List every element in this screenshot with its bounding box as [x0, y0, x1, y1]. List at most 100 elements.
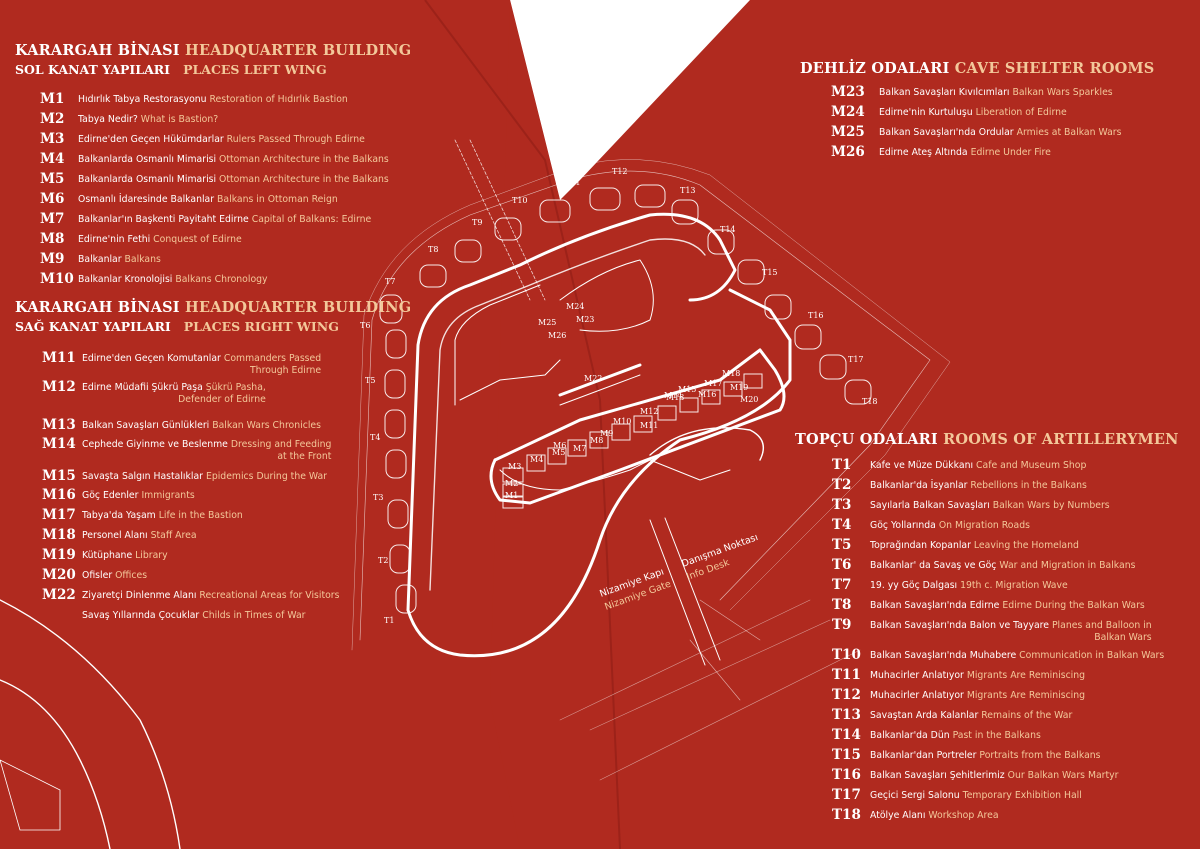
- legend-text-en: Communication in Balkan Wars: [1016, 650, 1165, 661]
- legend-code: T9: [832, 617, 852, 633]
- legend-text-tr: Ziyaretçi Dinlenme Alanı: [82, 590, 197, 601]
- legend-text-en: Liberation of Edirne: [972, 107, 1067, 118]
- legend-text-tr: Balkanlar'dan Portreler: [870, 750, 977, 761]
- map-label-m18: M18: [722, 369, 740, 378]
- legend-text-tr: Ofisler: [82, 570, 113, 581]
- map-label-t10: T10: [512, 196, 528, 205]
- map-label-t14: T14: [720, 225, 736, 234]
- legend-text: Balkanlar'dan Portreler Portraits from t…: [870, 750, 1101, 762]
- legend-text-en: Rebellions in the Balkans: [967, 480, 1087, 491]
- legend-text-tr: Balkanlar'da Dün: [870, 730, 950, 741]
- legend-text-en: Temporary Exhibition Hall: [959, 790, 1082, 801]
- right-wing-section: KARARGAH BİNASI HEADQUARTER BUILDING SAĞ…: [15, 299, 411, 621]
- legend-text-tr: Balkanlar' da Savaş ve Göç: [870, 560, 997, 571]
- legend-text: Balkanlar'da Dün Past in the Balkans: [870, 730, 1041, 742]
- legend-text-en: Edirne Under Fire: [967, 147, 1051, 158]
- legend-text-en: Şükrü Pasha,: [202, 382, 266, 393]
- legend-text-en: Library: [132, 550, 168, 561]
- map-label-t8: T8: [428, 245, 438, 254]
- legend-text-en: Armies at Balkan Wars: [1013, 127, 1122, 138]
- map-label-m6: M6: [553, 441, 566, 450]
- legend-text-tr: Balkanlar: [78, 254, 122, 265]
- legend-text-tr: Muhacirler Anlatıyor: [870, 670, 964, 681]
- map-label-m16: M16: [698, 390, 716, 399]
- legend-text: Balkan Savaşları'nda Muhabere Communicat…: [870, 650, 1164, 662]
- legend-text-en: Edirne During the Balkan Wars: [999, 600, 1145, 611]
- legend-code: M8: [40, 231, 65, 247]
- legend-text-en: Remains of the War: [978, 710, 1073, 721]
- legend-text-en: War and Migration in Balkans: [996, 560, 1136, 571]
- legend-text-tr: Kütüphane: [82, 550, 133, 561]
- legend-text-tr: Savaştan Arda Kalanlar: [870, 710, 979, 721]
- legend-text: Ziyaretçi Dinlenme Alanı Recreational Ar…: [82, 590, 339, 602]
- legend-text-tr: Cephede Giyinme ve Beslenme: [82, 439, 228, 450]
- legend-text: Atölye Alanı Workshop Area: [870, 810, 999, 822]
- legend-text: Muhacirler Anlatıyor Migrants Are Remini…: [870, 670, 1085, 682]
- legend-text: Balkan Savaşları Kıvılcımları Balkan War…: [879, 87, 1113, 99]
- legend-text-en: Migrants Are Reminiscing: [963, 690, 1086, 701]
- legend-text-tr: Sayılarla Balkan Savaşları: [870, 500, 990, 511]
- legend-text-en: Commanders Passed: [220, 353, 322, 364]
- legend-text-tr: Edirne'nin Kurtuluşu: [879, 107, 973, 118]
- legend-text-tr: Balkan Savaşları Şehitlerimiz: [870, 770, 1005, 781]
- map-label-m17: M17: [704, 379, 722, 388]
- legend-text-en: On Migration Roads: [935, 520, 1030, 531]
- legend-text-tr: Balkanlarda Osmanlı Mimarisi: [78, 154, 217, 165]
- map-label-m7: M7: [573, 444, 586, 453]
- legend-text-tr: Balkan Savaşları'nda Muhabere: [870, 650, 1017, 661]
- left-wing-title: KARARGAH BİNASI HEADQUARTER BUILDING: [15, 42, 412, 59]
- legend-text-en: Ottoman Architecture in the Balkans: [216, 174, 389, 185]
- legend-text-en: Life in the Bastion: [155, 510, 243, 521]
- legend-text-tr: Geçici Sergi Salonu: [870, 790, 960, 801]
- map-label-t12: T12: [612, 167, 628, 176]
- legend-code: T10: [832, 647, 861, 663]
- casemate-rooms: [379, 184, 872, 614]
- legend-code: M18: [42, 527, 76, 543]
- legend-text: Kafe ve Müze Dükkanı Cafe and Museum Sho…: [870, 460, 1086, 472]
- legend-text-tr: Balkanlarda Osmanlı Mimarisi: [78, 174, 217, 185]
- map-label-t3: T3: [373, 493, 383, 502]
- legend-code: M5: [40, 171, 65, 187]
- legend-text-tr: Balkan Savaşları'nda Edirne: [870, 600, 1000, 611]
- map-label-t1: T1: [384, 616, 394, 625]
- map-label-t9: T9: [472, 218, 482, 227]
- legend-code: T7: [832, 577, 852, 593]
- legend-text: Balkanlarda Osmanlı Mimarisi Ottoman Arc…: [78, 154, 389, 166]
- legend-text-en: Recreational Areas for Visitors: [196, 590, 340, 601]
- map-label-m20: M20: [740, 395, 758, 404]
- legend-text-tr: Göç Edenler: [82, 490, 139, 501]
- legend-text-en: Conquest of Edirne: [150, 234, 242, 245]
- legend-code: M2: [40, 111, 65, 127]
- map-label-m14: M14: [664, 391, 682, 400]
- legend-text: Edirne'nin Fethi Conquest of Edirne: [78, 234, 242, 246]
- legend-text-tr: Tabya'da Yaşam: [82, 510, 156, 521]
- legend-text: Cephede Giyinme ve Beslenme Dressing and…: [82, 439, 331, 463]
- legend-text-en: Past in the Balkans: [949, 730, 1041, 741]
- legend-code: M6: [40, 191, 65, 207]
- map-label-t17: T17: [848, 355, 864, 364]
- legend-text-en: Balkans Chronology: [172, 274, 268, 285]
- map-label-t11: T11: [565, 178, 581, 187]
- legend-text: Balkan Savaşları'nda Ordular Armies at B…: [879, 127, 1121, 139]
- legend-text: Toprağından Kopanlar Leaving the Homelan…: [870, 540, 1079, 552]
- legend-code: M22: [42, 587, 76, 603]
- right-wing-subtitle: SAĞ KANAT YAPILARI PLACES RIGHT WING: [15, 319, 339, 334]
- legend-text-en: Workshop Area: [925, 810, 999, 821]
- legend-text-en: Staff Area: [147, 530, 197, 541]
- legend-text-tr: 19. yy Göç Dalgası: [870, 580, 958, 591]
- legend-code: M10: [40, 271, 74, 287]
- legend-code: T13: [832, 707, 861, 723]
- legend-code: M3: [40, 131, 65, 147]
- map-label-t6: T6: [360, 321, 370, 330]
- legend-text-en: Leaving the Homeland: [970, 540, 1079, 551]
- legend-text: Savaştan Arda Kalanlar Remains of the Wa…: [870, 710, 1072, 722]
- legend-code: T12: [832, 687, 861, 703]
- legend-text: Göç Yollarında On Migration Roads: [870, 520, 1030, 532]
- legend-text-en: Our Balkan Wars Martyr: [1004, 770, 1119, 781]
- legend-code: M26: [831, 144, 865, 160]
- legend-text-en: Ottoman Architecture in the Balkans: [216, 154, 389, 165]
- map-label-t7: T7: [385, 277, 395, 286]
- artillery-title: TOPÇU ODALARI ROOMS OF ARTILLERYMEN: [795, 431, 1179, 448]
